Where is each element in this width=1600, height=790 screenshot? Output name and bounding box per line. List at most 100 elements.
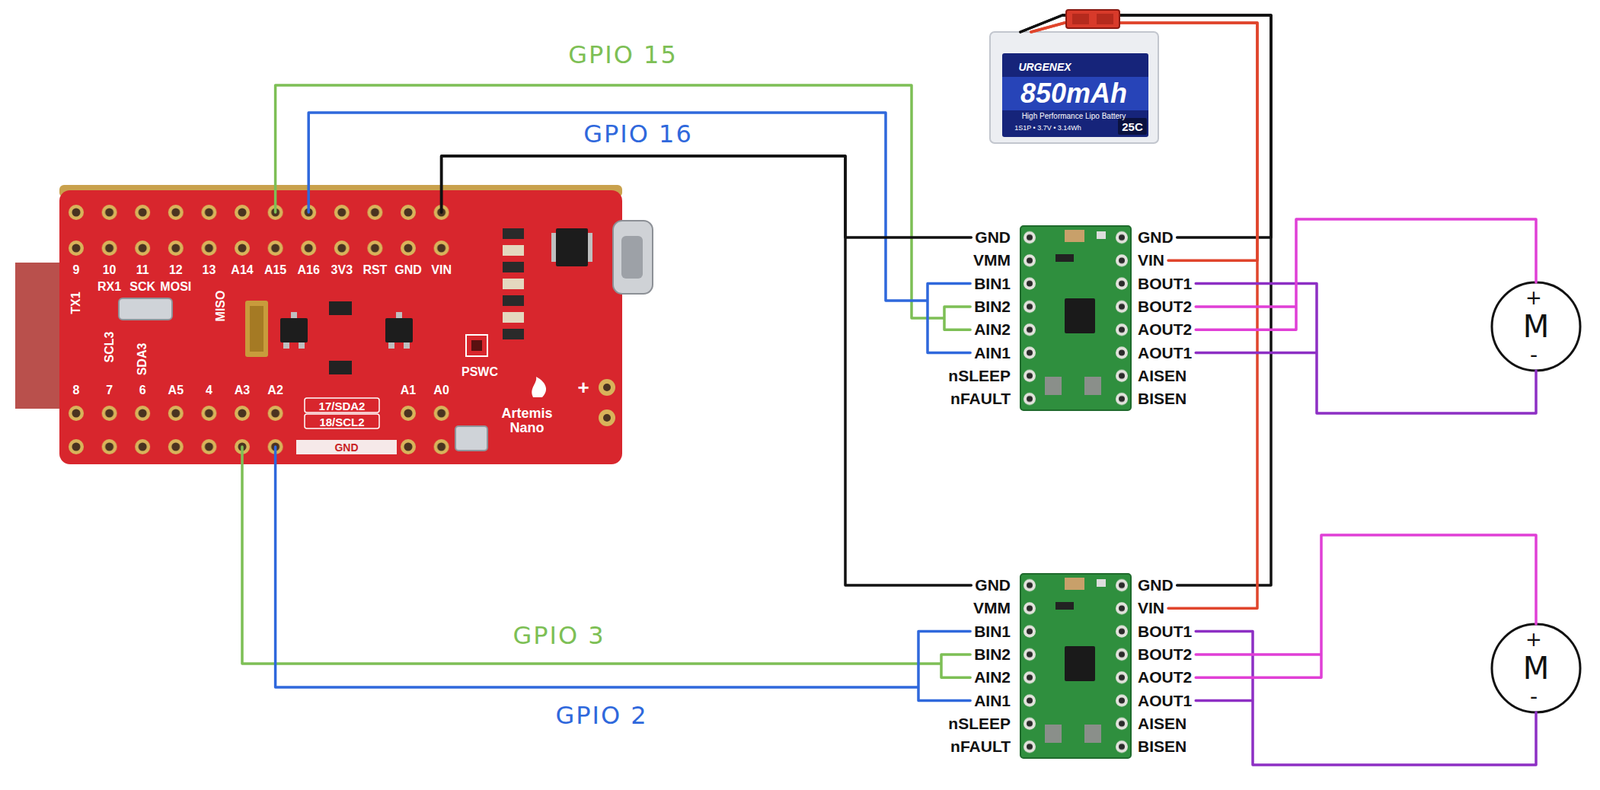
pin-label: GND: [974, 576, 1011, 595]
sense-pad: [1084, 724, 1102, 744]
chip-leg: [283, 342, 290, 349]
smd-part: [502, 228, 524, 240]
pin-label: VIN: [431, 263, 452, 278]
board-label: 18/SCL2: [319, 415, 365, 428]
driver-pcb: [1020, 574, 1131, 759]
pin-label: A0: [433, 383, 449, 398]
battery-label: 25C: [1121, 120, 1144, 134]
transistor-chip: [280, 318, 308, 343]
sense-pad: [1084, 376, 1102, 396]
pin-label: AIN1: [974, 344, 1011, 363]
lipo-battery: URGENEX850mAhHigh Performance Lipo Batte…: [990, 31, 1159, 144]
smd-part: [502, 295, 524, 307]
driver-pcb: [1020, 226, 1131, 411]
smd-part: [502, 261, 524, 273]
motor-label: M: [1523, 653, 1550, 684]
pin-label: MOSI: [159, 280, 192, 294]
pin-holes: [1021, 226, 1130, 411]
module-pads: [249, 306, 264, 352]
board-label: 17/SDA2: [319, 399, 366, 412]
capacitor: [1064, 229, 1085, 243]
wire: [242, 447, 971, 678]
pin-label: AOUT1: [1137, 344, 1192, 363]
pin-label: 9: [73, 263, 80, 278]
pin-label: nSLEEP: [948, 367, 1011, 386]
dc-motor: +M-: [1491, 624, 1581, 713]
smd-part: [1096, 231, 1106, 240]
wire: [308, 112, 971, 354]
motor-label: -: [1529, 686, 1538, 709]
motor-label: -: [1529, 344, 1538, 367]
smd-part: [502, 245, 524, 256]
motor-symbol: [1491, 282, 1581, 371]
pin-label: AISEN: [1137, 715, 1187, 734]
gnd-band: [296, 440, 397, 455]
pin-label: 12: [169, 263, 183, 278]
pin-label: A3: [234, 383, 250, 398]
usb-c-port: [613, 220, 653, 294]
pin-label: AOUT2: [1137, 668, 1192, 687]
battery-pad: [598, 409, 616, 427]
signal-label: GPIO 2: [552, 702, 651, 731]
pin-label: VIN: [1137, 251, 1165, 270]
header-holes: [59, 437, 292, 457]
wire: [275, 85, 971, 330]
pin-label: RX1: [97, 280, 122, 294]
sparkfun-logo: [531, 376, 547, 398]
crystal: [118, 298, 173, 320]
header-holes: [59, 203, 458, 222]
usb-chip: [555, 228, 588, 267]
battery-label: URGENEX: [1018, 60, 1071, 74]
sense-pad: [1044, 724, 1062, 744]
pin-label: nFAULT: [950, 389, 1011, 409]
header-holes: [391, 404, 458, 423]
dc-motor: +M-: [1491, 282, 1581, 371]
chip-leg: [403, 342, 410, 349]
jst-connector: [1066, 9, 1120, 29]
driver-chip: [1064, 298, 1096, 334]
jst-connector: [1096, 13, 1114, 25]
pin-label: SCL3: [102, 332, 117, 364]
pin-label: 4: [205, 383, 213, 398]
pin-label: AISEN: [1137, 367, 1187, 386]
pin-label: VMM: [973, 251, 1011, 270]
pin-label: nFAULT: [950, 737, 1011, 757]
pin-label: BIN1: [974, 274, 1011, 294]
motor-label: +: [1525, 287, 1543, 308]
wire: [1195, 219, 1537, 330]
wire: [1195, 284, 1537, 414]
chip-leg: [396, 312, 403, 319]
crystal: [455, 426, 488, 451]
board-body: [59, 190, 623, 465]
pin-label: AIN2: [974, 668, 1011, 687]
pin-label: MISO: [213, 290, 228, 323]
pin-label: BIN2: [974, 297, 1011, 317]
pin-label: RST: [362, 263, 387, 278]
pin-label: 10: [102, 263, 117, 278]
pin-label: BISEN: [1137, 389, 1187, 409]
jst-connector: [1072, 13, 1090, 25]
pin-label: 13: [201, 263, 216, 278]
diode: [1055, 254, 1074, 262]
module-pads: [245, 300, 269, 358]
pin-label: SDA3: [135, 343, 150, 377]
wire-group: [242, 15, 1537, 766]
microcontroller-board: 9TX110RX111SCK12MOSI13MISOA14A15A163V3RS…: [59, 190, 623, 465]
battery-pad: [603, 383, 611, 392]
wire: [1195, 535, 1537, 678]
pin-label: VIN: [1137, 599, 1165, 618]
pin-label: 7: [105, 383, 113, 398]
pin-label: A16: [297, 263, 320, 278]
board-label: Artemis Nano: [494, 406, 560, 436]
battery-label: 1S1P • 3.7V • 3.14Wh: [1014, 124, 1082, 132]
regulator-chip: [385, 318, 413, 343]
pin-label: AIN2: [974, 320, 1011, 339]
board-label: PSWC: [461, 365, 499, 380]
driver-board: [1020, 226, 1131, 411]
battery-label: High Performance Lipo Battery: [1021, 111, 1127, 121]
pin-label: BISEN: [1137, 737, 1187, 757]
chip-leg: [551, 233, 556, 262]
chip-leg: [298, 342, 305, 349]
pin-label: GND: [1137, 228, 1174, 247]
